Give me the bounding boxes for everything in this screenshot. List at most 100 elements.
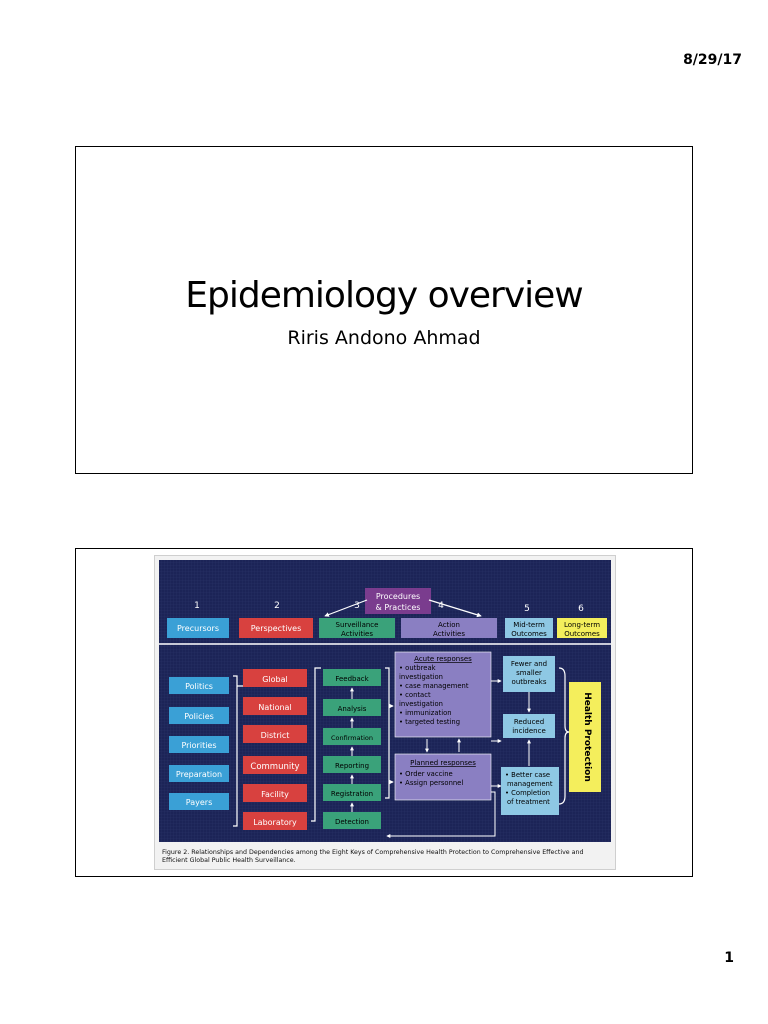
surveillance-box xyxy=(323,756,381,773)
surveillance-label: Registration xyxy=(331,790,373,798)
longterm-header xyxy=(557,618,607,638)
perspective-connector xyxy=(311,667,321,822)
perspective-box xyxy=(243,725,307,743)
surveillance-box xyxy=(323,669,381,686)
action-header xyxy=(401,618,497,638)
surveillance-label: Confirmation xyxy=(331,734,373,742)
longterm-header-label-2: Outcomes xyxy=(564,630,600,638)
surveillance-label: Reporting xyxy=(335,762,369,770)
acute-responses-line: • targeted testing xyxy=(399,718,460,726)
planned-responses-box xyxy=(394,753,492,801)
perspective-label: Community xyxy=(250,762,299,772)
better-case-line: • Completion xyxy=(505,789,550,797)
precursor-box xyxy=(169,793,229,810)
precursor-box xyxy=(169,677,229,694)
perspectives-header-label: Perspectives xyxy=(251,624,302,633)
slide-subtitle: Riris Andono Ahmad xyxy=(287,327,481,349)
reduced-incidence-box xyxy=(503,714,555,738)
surveillance-diagram: 1 2 3 4 5 6 Procedures & Practices Precu… xyxy=(159,560,611,842)
planned-responses-title: Planned responses xyxy=(410,759,476,767)
midterm-header-label-2: Outcomes xyxy=(511,630,547,638)
column-number-2: 2 xyxy=(274,601,280,611)
midterm-header xyxy=(505,618,553,638)
column-number-3: 3 xyxy=(354,601,360,611)
surveillance-box xyxy=(323,784,381,801)
column-number-5: 5 xyxy=(524,604,530,614)
slide-title: Epidemiology overview xyxy=(185,275,584,316)
feedback-loop xyxy=(386,791,496,838)
fewer-outbreaks-box xyxy=(503,656,555,692)
fewer-outbreaks-line: smaller xyxy=(516,669,542,677)
surveillance-header-label-1: Surveillance xyxy=(336,621,379,629)
better-case-line: management xyxy=(507,780,553,788)
surveillance-bracket xyxy=(385,667,390,799)
action-header-label-1: Action xyxy=(438,621,460,629)
precursor-box xyxy=(169,765,229,782)
planned-responses-line: • Assign personnel xyxy=(399,779,463,787)
acute-responses-line: • contact xyxy=(399,691,431,699)
figure-image: 1 2 3 4 5 6 Procedures & Practices Precu… xyxy=(154,555,616,870)
precursor-label: Preparation xyxy=(176,770,222,779)
page-number: 1 xyxy=(724,950,734,966)
figure-slide: 1 2 3 4 5 6 Procedures & Practices Precu… xyxy=(75,548,693,877)
procedures-arrow-left xyxy=(324,599,368,617)
longterm-header-label-1: Long-term xyxy=(564,621,600,629)
perspective-box xyxy=(243,812,307,830)
surveillance-box xyxy=(323,699,381,716)
surveillance-box xyxy=(323,812,381,829)
precursor-label: Priorities xyxy=(181,741,216,750)
column-number-4: 4 xyxy=(438,601,444,611)
better-case-box xyxy=(501,767,559,815)
surveillance-header xyxy=(319,618,395,638)
page-date: 8/29/17 xyxy=(683,52,742,68)
perspective-label: Laboratory xyxy=(253,818,297,827)
precursor-label: Politics xyxy=(185,682,213,691)
midterm-header-label-1: Mid-term xyxy=(513,621,545,629)
perspective-box xyxy=(243,697,307,715)
health-protection-box xyxy=(569,682,601,792)
planned-responses-line: • Order vaccine xyxy=(399,770,453,778)
acute-responses-line: • case management xyxy=(399,682,469,690)
health-protection-label: Health Protection xyxy=(582,692,592,782)
procedures-label-2: & Practices xyxy=(376,603,421,612)
fewer-outbreaks-line: Fewer and xyxy=(511,660,547,668)
procedures-label-1: Procedures xyxy=(376,592,420,601)
fewer-outbreaks-line: outbreaks xyxy=(512,678,547,686)
acute-responses-box xyxy=(394,651,492,738)
precursor-box xyxy=(169,707,229,724)
acute-responses-line: • outbreak xyxy=(399,664,436,672)
acute-responses-line: investigation xyxy=(399,673,443,681)
perspective-box xyxy=(243,784,307,802)
perspective-label: Facility xyxy=(261,790,289,799)
precursor-box xyxy=(169,736,229,753)
surveillance-label: Analysis xyxy=(338,705,367,713)
surveillance-label: Feedback xyxy=(335,675,369,683)
precursors-header-label: Precursors xyxy=(177,624,219,633)
precursor-label: Policies xyxy=(184,712,214,721)
perspective-box xyxy=(243,756,307,774)
acute-responses-line: • immunization xyxy=(399,709,452,717)
perspective-label: National xyxy=(258,703,291,712)
title-slide: Epidemiology overview Riris Andono Ahmad xyxy=(75,146,693,474)
better-case-line: of treatment xyxy=(507,798,550,806)
reduced-incidence-line: incidence xyxy=(512,727,546,735)
perspective-label: District xyxy=(261,731,290,740)
perspective-box xyxy=(243,669,307,687)
surveillance-label: Detection xyxy=(335,818,369,826)
precursors-header xyxy=(167,618,229,638)
precursor-label: Payers xyxy=(186,798,212,807)
column-number-6: 6 xyxy=(578,604,584,614)
precursor-bracket xyxy=(233,675,243,827)
procedures-box xyxy=(365,588,431,614)
better-case-line: • Better case xyxy=(505,771,550,779)
surveillance-header-label-2: Activities xyxy=(341,630,373,638)
perspectives-header xyxy=(239,618,313,638)
surveillance-box xyxy=(323,728,381,745)
acute-responses-line: investigation xyxy=(399,700,443,708)
reduced-incidence-line: Reduced xyxy=(514,718,544,726)
action-header-label-2: Activities xyxy=(433,630,465,638)
column-number-1: 1 xyxy=(194,601,200,611)
perspective-label: Global xyxy=(262,675,288,684)
figure-caption: Figure 2. Relationships and Dependencies… xyxy=(162,849,584,864)
acute-responses-title: Acute responses xyxy=(414,655,472,663)
